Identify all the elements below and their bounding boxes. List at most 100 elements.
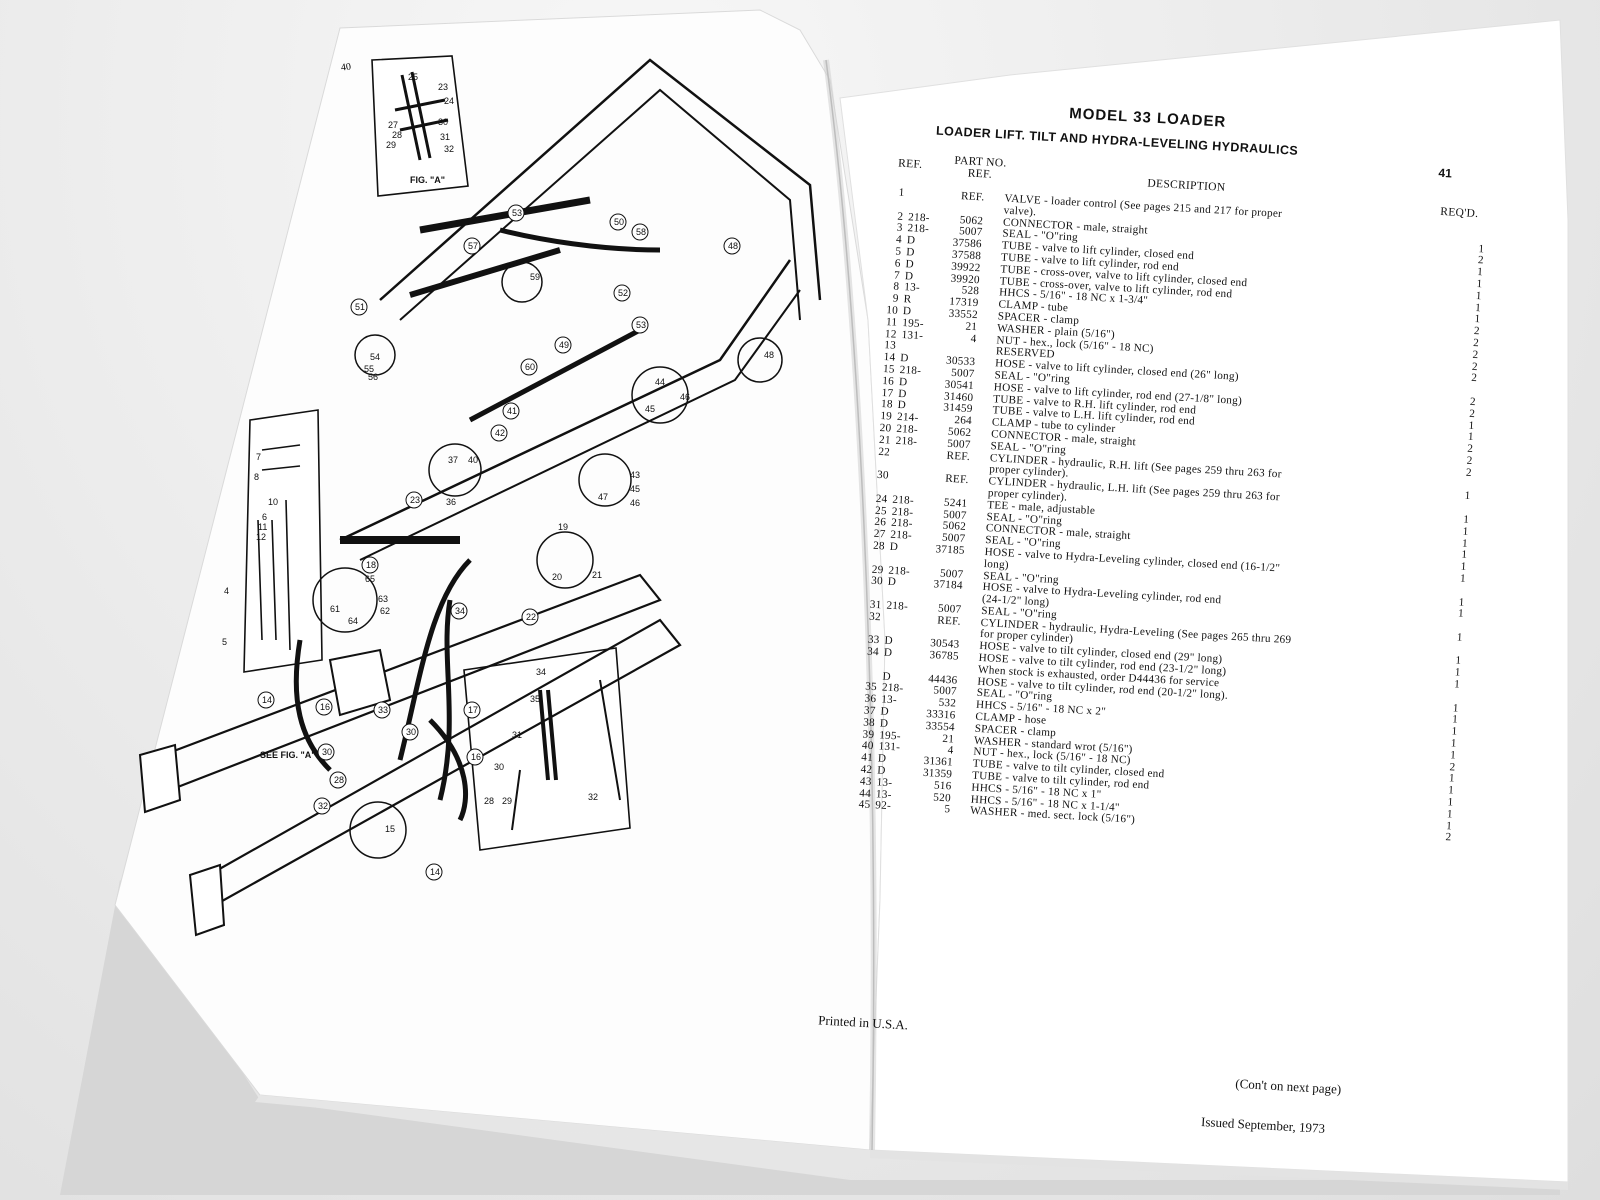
row-qty: 2 bbox=[1445, 831, 1452, 844]
svg-text:58: 58 bbox=[636, 227, 646, 237]
row-qty: 1 bbox=[1459, 572, 1467, 585]
svg-text:49: 49 bbox=[559, 340, 569, 350]
svg-text:21: 21 bbox=[592, 570, 602, 580]
row-qty: 1 bbox=[1453, 678, 1461, 691]
svg-text:4: 4 bbox=[224, 586, 229, 596]
svg-text:18: 18 bbox=[366, 560, 376, 570]
svg-text:51: 51 bbox=[355, 302, 365, 312]
section-title: LOADER LIFT. TILT AND HYDRA-LEVELING HYD… bbox=[935, 123, 1299, 158]
svg-text:14: 14 bbox=[430, 867, 440, 877]
fig-a-label: FIG. "A" bbox=[410, 175, 445, 185]
svg-text:28: 28 bbox=[484, 796, 494, 806]
svg-text:17: 17 bbox=[468, 705, 478, 715]
svg-text:48: 48 bbox=[728, 241, 738, 251]
row-ref bbox=[860, 623, 880, 624]
svg-text:30: 30 bbox=[494, 762, 504, 772]
continued-note: (Con't on next page) bbox=[1234, 1075, 1342, 1097]
svg-text:65: 65 bbox=[365, 574, 375, 584]
row-ref bbox=[859, 658, 879, 659]
loader-diagram bbox=[138, 55, 822, 937]
fig-tube-inset bbox=[243, 409, 323, 673]
left-page-number: 40 bbox=[340, 61, 352, 74]
svg-text:11: 11 bbox=[258, 522, 267, 532]
svg-text:31: 31 bbox=[512, 730, 522, 740]
svg-text:41: 41 bbox=[507, 406, 517, 416]
row-ref: 28 bbox=[872, 539, 886, 553]
svg-text:55: 55 bbox=[364, 364, 374, 374]
svg-text:42: 42 bbox=[495, 428, 505, 438]
row-qty bbox=[1474, 220, 1486, 221]
row-qty: 1 bbox=[1456, 631, 1463, 644]
row-ref: 32 bbox=[868, 610, 882, 623]
svg-text:53: 53 bbox=[512, 208, 522, 218]
svg-text:24: 24 bbox=[444, 96, 454, 106]
see-fig-a-label: SEE FIG. "A" bbox=[260, 750, 316, 760]
row-qty: 1 bbox=[1462, 525, 1469, 538]
svg-text:52: 52 bbox=[618, 288, 628, 298]
svg-text:29: 29 bbox=[502, 796, 512, 806]
svg-text:34: 34 bbox=[455, 606, 465, 616]
svg-text:27: 27 bbox=[388, 120, 398, 130]
svg-text:59: 59 bbox=[530, 272, 540, 282]
svg-text:16: 16 bbox=[471, 752, 481, 762]
svg-text:30: 30 bbox=[438, 117, 448, 127]
svg-text:46: 46 bbox=[680, 392, 690, 402]
issued-date: Issued September, 1973 bbox=[1200, 1113, 1326, 1136]
parts-list-page: MODEL 33 LOADER LOADER LIFT. TILT AND HY… bbox=[818, 95, 1529, 1169]
svg-text:34: 34 bbox=[536, 667, 546, 677]
row-ref bbox=[862, 587, 882, 588]
svg-text:19: 19 bbox=[558, 522, 568, 532]
page-edge-left bbox=[255, 1095, 870, 1158]
svg-text:63: 63 bbox=[378, 594, 388, 604]
page-edge-right bbox=[870, 1150, 1568, 1190]
row-qty: 1 bbox=[1457, 607, 1465, 621]
row-qty: 2 bbox=[1472, 348, 1479, 362]
svg-text:29: 29 bbox=[386, 140, 396, 150]
svg-text:32: 32 bbox=[588, 792, 598, 802]
svg-text:54: 54 bbox=[370, 352, 380, 362]
row-ref bbox=[870, 458, 890, 459]
svg-text:53: 53 bbox=[636, 320, 646, 330]
row-part-number: 5 bbox=[944, 803, 951, 816]
svg-text:12: 12 bbox=[256, 532, 266, 542]
svg-text:50: 50 bbox=[614, 217, 624, 227]
row-ref bbox=[884, 199, 904, 200]
left-page bbox=[114, 9, 886, 1151]
svg-text:25: 25 bbox=[408, 72, 418, 82]
row-qty: 2 bbox=[1465, 466, 1473, 479]
row-ref bbox=[858, 670, 878, 671]
svg-text:20: 20 bbox=[552, 572, 562, 582]
svg-text:40: 40 bbox=[468, 455, 478, 465]
row-ref bbox=[868, 481, 888, 482]
svg-text:16: 16 bbox=[320, 702, 330, 712]
row-ref: 45 bbox=[858, 798, 871, 812]
col-header-description: DESCRIPTION bbox=[1147, 177, 1226, 194]
svg-text:5: 5 bbox=[222, 637, 227, 647]
svg-text:14: 14 bbox=[262, 695, 272, 705]
svg-text:30: 30 bbox=[406, 727, 416, 737]
right-page-number: 41 bbox=[1438, 165, 1453, 181]
svg-text:64: 64 bbox=[348, 616, 358, 626]
svg-text:6: 6 bbox=[262, 512, 267, 522]
svg-text:7: 7 bbox=[256, 452, 261, 462]
svg-text:46: 46 bbox=[630, 498, 640, 508]
svg-text:32: 32 bbox=[318, 801, 328, 811]
svg-text:32: 32 bbox=[444, 144, 454, 154]
svg-text:23: 23 bbox=[438, 82, 448, 92]
svg-text:48: 48 bbox=[764, 350, 774, 360]
svg-text:62: 62 bbox=[380, 606, 390, 616]
svg-text:28: 28 bbox=[334, 775, 344, 785]
svg-text:10: 10 bbox=[268, 497, 278, 507]
book-shadow bbox=[60, 880, 1560, 1195]
svg-text:33: 33 bbox=[378, 705, 388, 715]
svg-text:28: 28 bbox=[392, 130, 402, 140]
svg-text:30: 30 bbox=[322, 747, 332, 757]
row-qty: 2 bbox=[1468, 407, 1476, 420]
svg-text:47: 47 bbox=[598, 492, 608, 502]
row-qty bbox=[1473, 232, 1485, 233]
svg-text:45: 45 bbox=[645, 404, 655, 414]
svg-text:60: 60 bbox=[525, 362, 535, 372]
